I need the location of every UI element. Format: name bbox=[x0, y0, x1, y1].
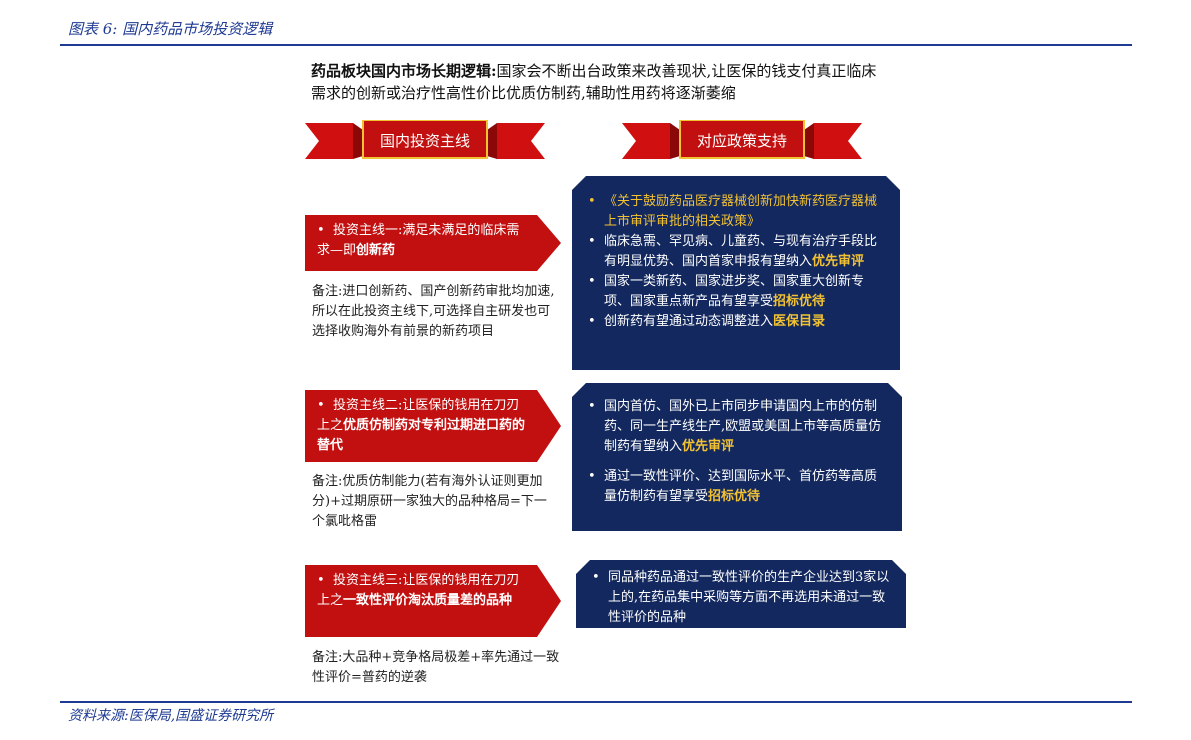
policy-2-item-1: •国内首仿、国外已上市同步申请国内上市的仿制药、同一生产线生产,欧盟或美国上市等… bbox=[588, 399, 882, 454]
policy-1-item-2: •临床急需、罕见病、儿童药、与现有治疗手段比有明显优势、国内首家申报有望纳入优先… bbox=[588, 234, 878, 269]
ribbon-right-label: 对应政策支持 bbox=[696, 132, 787, 150]
policy-3-item-1: •同品种药品通过一致性评价的生产企业达到3家以上的,在药品集中采购等方面不再选用… bbox=[592, 570, 890, 625]
policy-1-item-4: •创新药有望通过动态调整进入医保目录 bbox=[582, 312, 888, 332]
investment-line-3: •投资主线三:让医保的钱用在刀刃上之一致性评价淘汰质量差的品种 bbox=[305, 565, 561, 637]
line-3-bold: 一致性评价淘汰质量差的品种 bbox=[343, 593, 513, 608]
ribbon-left: 国内投资主线 bbox=[305, 120, 545, 162]
policy-2-item-2: •通过一致性评价、达到国际水平、首仿药等高质量仿制药有望享受招标优待 bbox=[588, 469, 878, 504]
bullet-icon: • bbox=[588, 469, 596, 484]
bullet-icon: • bbox=[317, 223, 325, 238]
line-2-bold: 优质仿制药对专利过期进口药的替代 bbox=[317, 418, 526, 453]
line-2-note: 备注:优质仿制能力(若有海外认证则更加分)+过期原研一家独大的品种格局=下一个氯… bbox=[312, 474, 547, 529]
headline-bold: 药品板块国内市场长期逻辑: bbox=[311, 62, 497, 80]
investment-line-2: •投资主线二:让医保的钱用在刀刃上之优质仿制药对专利过期进口药的替代 bbox=[305, 390, 561, 462]
ribbon-right-shape bbox=[622, 120, 862, 159]
headline-text: 国家会不断出台政策来改善现状,让医保的钱支付真正临床需求的创新或治疗性高性价比优… bbox=[311, 62, 877, 102]
figure-title: 图表 6: 国内药品市场投资逻辑 bbox=[68, 20, 273, 38]
ribbon-right: 对应政策支持 bbox=[622, 120, 862, 162]
ribbon-left-shape bbox=[305, 120, 545, 159]
policy-1-item-1: •《关于鼓励药品医疗器械创新加快新药医疗器械上市审评审批的相关政策》 bbox=[588, 194, 878, 229]
line-1-text: 投资主线一:满足未满足的临床需求—即 bbox=[317, 223, 520, 258]
line-1-bold: 创新药 bbox=[356, 243, 396, 258]
line-3-text: 投资主线三:让医保的钱用在刀刃上之 bbox=[317, 573, 520, 608]
bullet-icon: • bbox=[588, 274, 596, 289]
bullet-icon: • bbox=[588, 314, 596, 329]
policy-box-2: •国内首仿、国外已上市同步申请国内上市的仿制药、同一生产线生产,欧盟或美国上市等… bbox=[572, 383, 902, 531]
top-divider bbox=[60, 44, 1132, 46]
bullet-icon: • bbox=[317, 398, 325, 413]
line-1-note: 备注:进口创新药、国产创新药审批均加速,所以在此投资主线下,可选择自主研发也可选… bbox=[312, 284, 555, 339]
ribbon-left-label: 国内投资主线 bbox=[379, 132, 470, 150]
policy-1-item-3: •国家一类新药、国家进步奖、国家重大创新专项、国家重点新产品有望享受招标优待 bbox=[588, 274, 865, 309]
line-3-note: 备注:大品种+竞争格局极差+率先通过一致性评价=普药的逆袭 bbox=[312, 650, 560, 685]
bullet-icon: • bbox=[317, 573, 325, 588]
source-note: 资料来源:医保局,国盛证券研究所 bbox=[68, 708, 274, 724]
headline: 药品板块国内市场长期逻辑:国家会不断出台政策来改善现状,让医保的钱支付真正临床需… bbox=[311, 60, 891, 104]
bullet-icon: • bbox=[592, 570, 600, 585]
policy-box-3: •同品种药品通过一致性评价的生产企业达到3家以上的,在药品集中采购等方面不再选用… bbox=[576, 560, 906, 628]
bottom-divider bbox=[60, 701, 1132, 703]
investment-line-1: •投资主线一:满足未满足的临床需求—即创新药 bbox=[305, 215, 561, 271]
bullet-icon: • bbox=[588, 234, 596, 249]
line-2-text: 投资主线二:让医保的钱用在刀刃上之 bbox=[317, 398, 520, 433]
bullet-icon: • bbox=[588, 194, 596, 209]
policy-box-1: •《关于鼓励药品医疗器械创新加快新药医疗器械上市审评审批的相关政策》 •临床急需… bbox=[572, 176, 900, 370]
bullet-icon: • bbox=[588, 399, 596, 414]
